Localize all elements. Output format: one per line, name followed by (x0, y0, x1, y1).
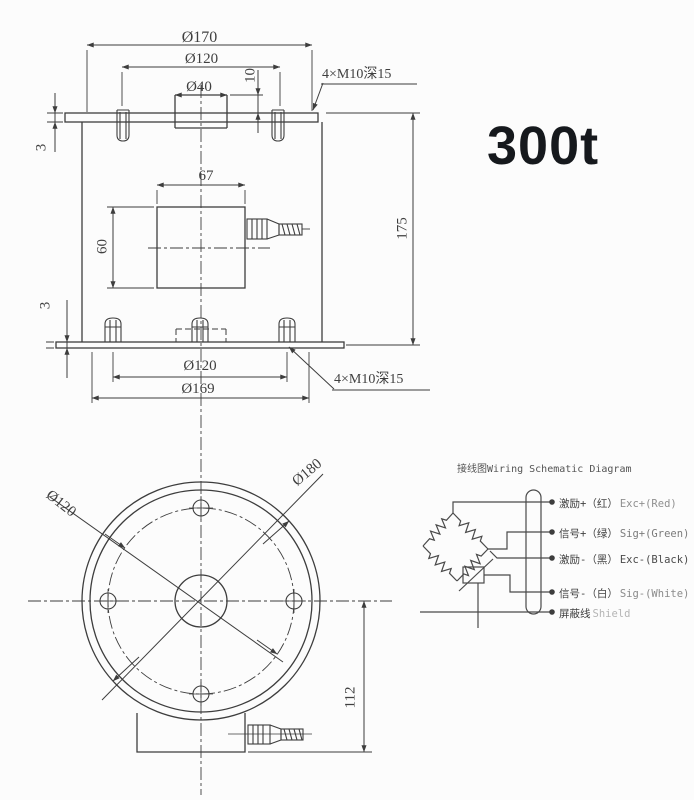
dim-bolt-circle-bottom: Ø120 (183, 358, 217, 374)
wire-cn: 激励+（红） (559, 498, 618, 510)
wiring-diagram-title: 接线图Wiring Schematic Diagram (457, 464, 632, 475)
wire-label-sig-plus: 信号+（绿）Sig+(Green) (559, 526, 689, 541)
cable-gland-side (246, 218, 310, 240)
wire-label-exc-plus: 激励+（红）Exc+(Red) (559, 496, 677, 511)
dim-box-height: 60 (94, 239, 111, 254)
bottom-view-linework (81, 481, 321, 753)
wire-label-sig-minus: 信号-（白）Sig-(White) (559, 586, 689, 601)
cable-sheath (525, 489, 542, 615)
dim-cable-offset: 112 (342, 686, 359, 709)
cable-gland-bottom (228, 724, 312, 745)
top-bolts (116, 109, 285, 142)
wire-en: Shield (592, 608, 631, 620)
wire-en: Sig+(Green) (619, 528, 690, 540)
terminal-dots (549, 499, 555, 615)
dim-boss-height: 10 (242, 68, 259, 83)
wire-en: Exc+(Red) (619, 498, 677, 510)
wire-cn: 信号-（白） (559, 588, 618, 600)
bottom-bolts (104, 317, 296, 342)
dim-total-height: 175 (394, 217, 411, 240)
dim-plate-edge-bottom: 3 (37, 301, 54, 310)
dim-flange-bottom-od: Ø169 (181, 381, 215, 397)
wire-cn: 屏蔽线 (559, 608, 591, 620)
wire-cn: 激励-（黑） (559, 554, 618, 566)
wire-en: Sig-(White) (619, 588, 690, 600)
wire-en: Exc-(Black) (619, 554, 690, 566)
dim-box-width: 67 (198, 168, 214, 184)
dim-flange-top-od: Ø170 (181, 29, 218, 46)
bottom-view-dimensions (49, 473, 372, 753)
wire-cn: 信号+（绿） (559, 528, 618, 540)
thread-note-bottom: 4×M10深15 (334, 372, 404, 387)
dim-boss-diameter: Ø40 (186, 79, 212, 95)
wiring-linework (420, 489, 555, 628)
side-view-linework (55, 94, 345, 349)
dim-plate-edge-top: 3 (33, 143, 50, 152)
side-view-dimensions (46, 42, 430, 403)
thread-note-top: 4×M10深15 (322, 67, 392, 82)
wire-label-exc-minus: 激励-（黑）Exc-(Black) (559, 552, 689, 567)
bolt-holes (96, 496, 306, 706)
dim-bolt-circle-top: Ø120 (184, 51, 219, 67)
capacity-label: 300t (487, 116, 600, 176)
